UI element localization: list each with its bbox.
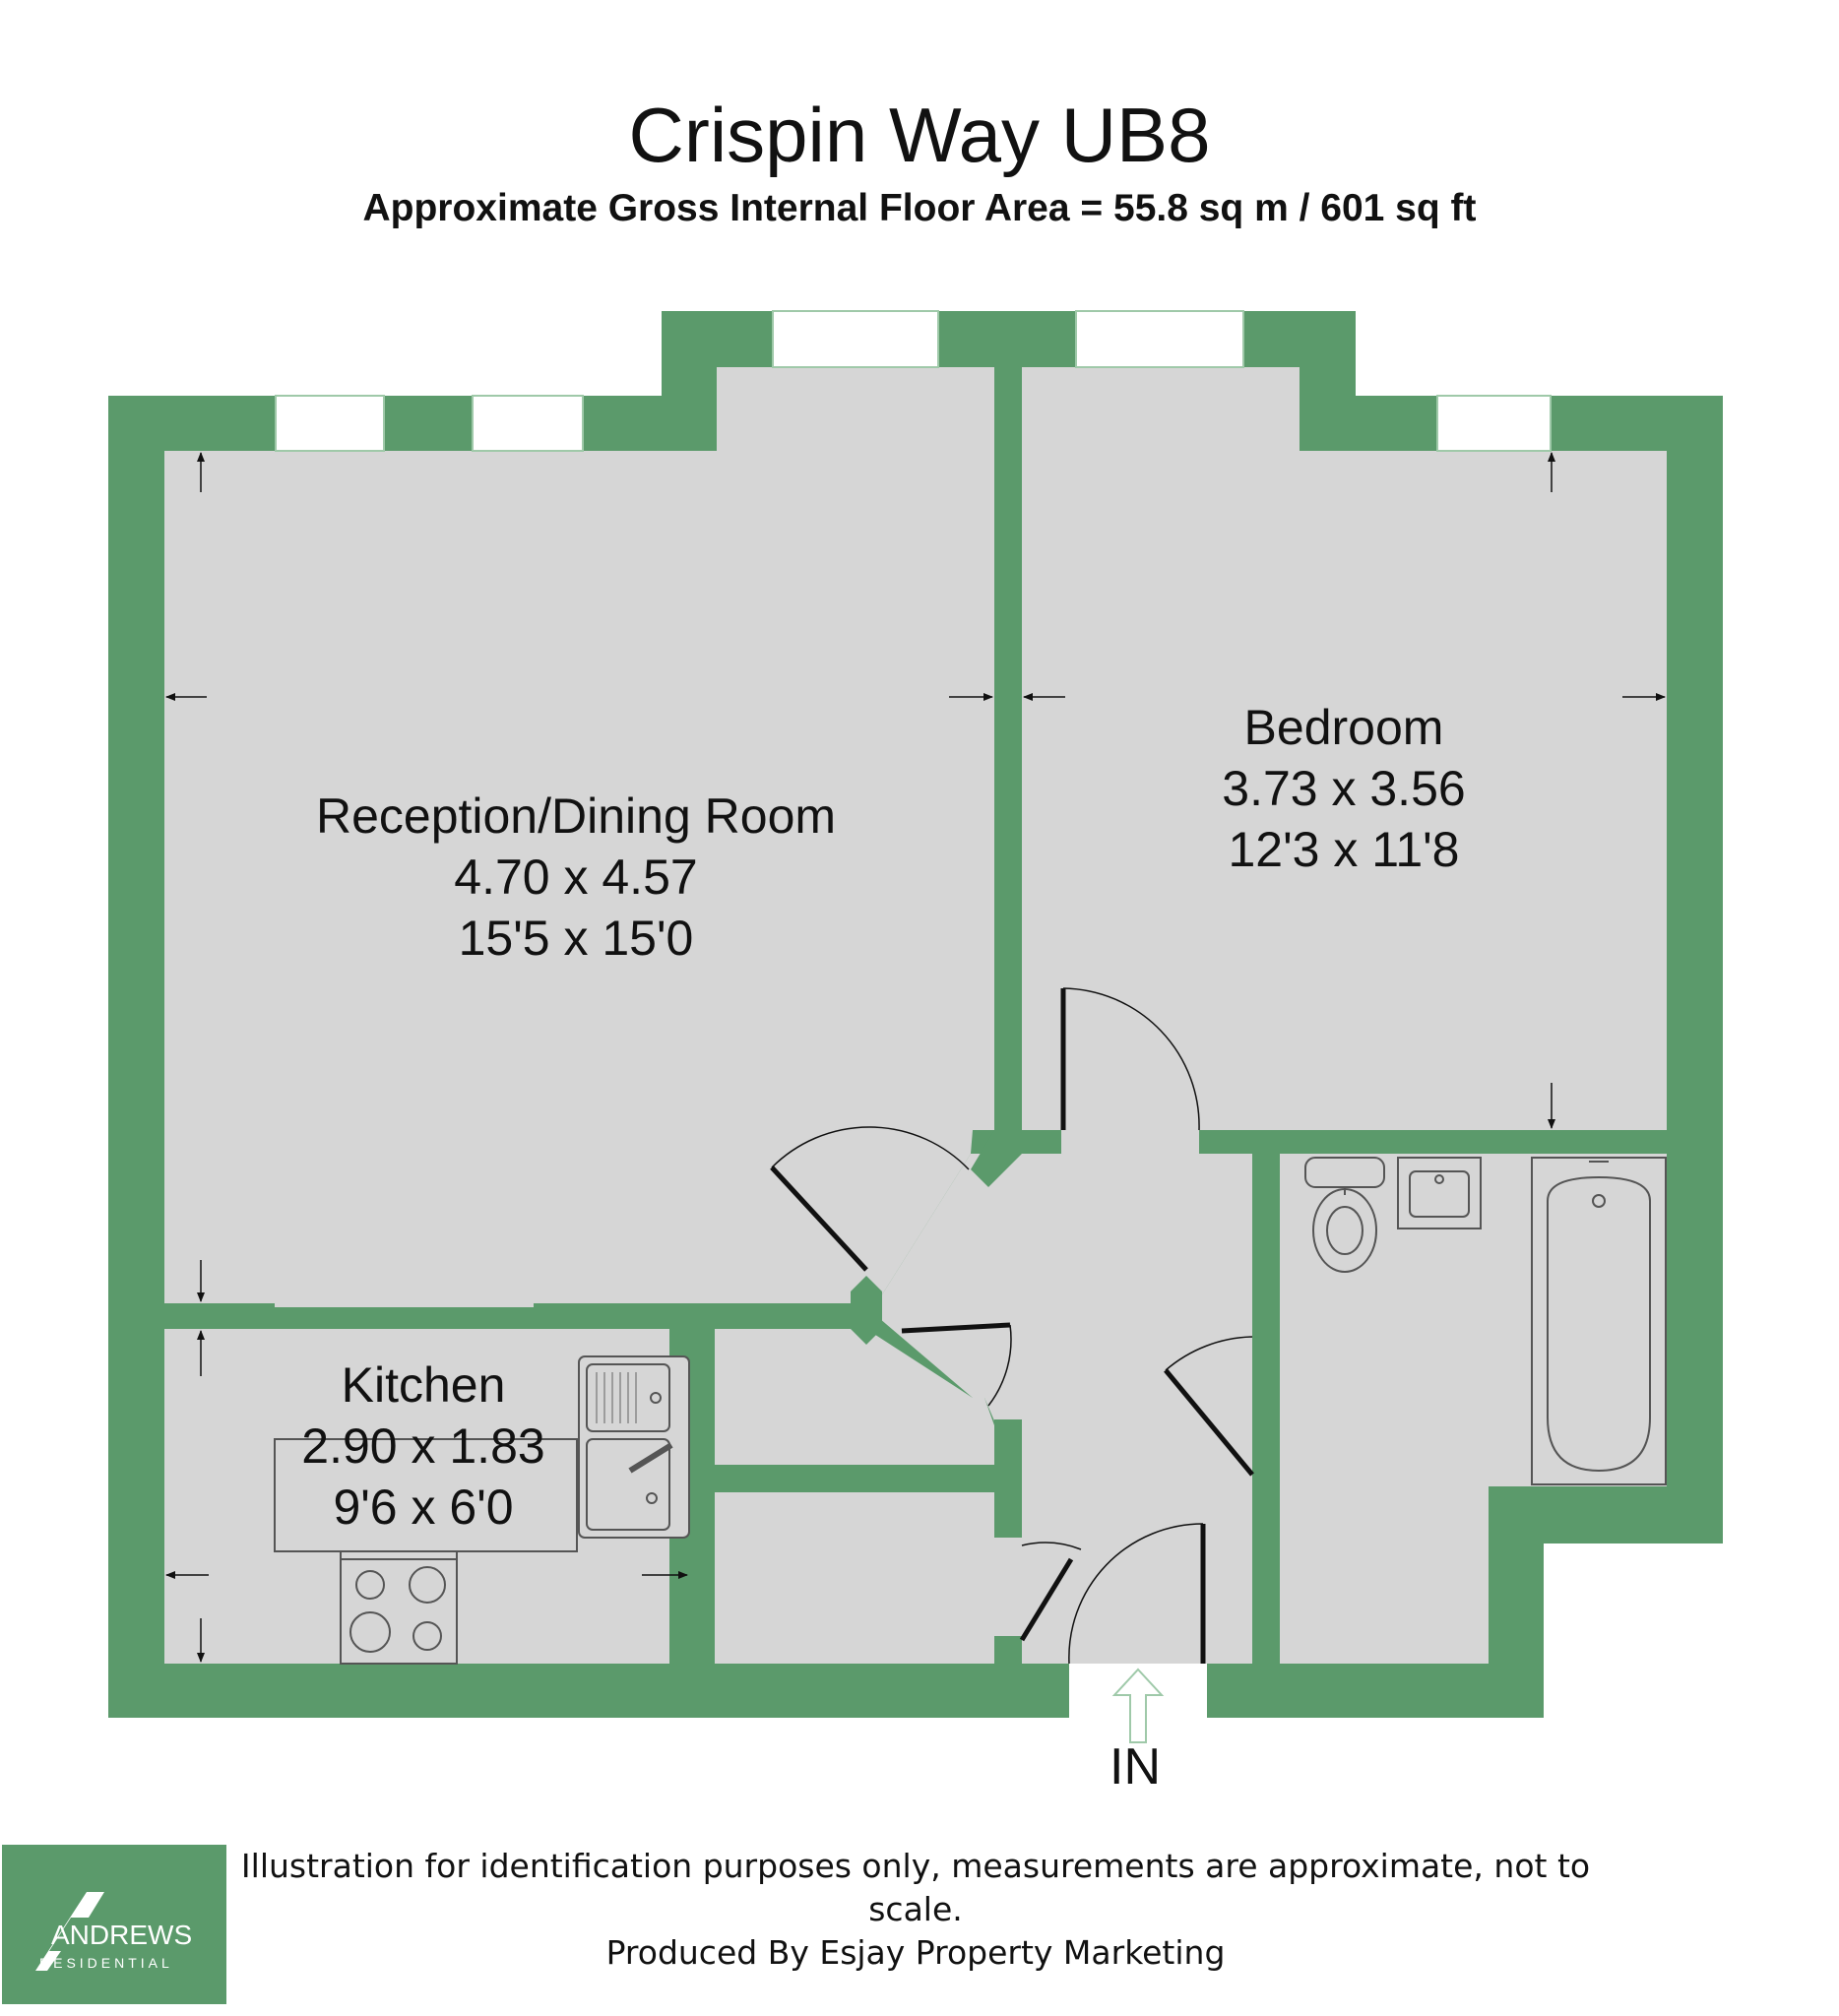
- toilet: [1304, 1157, 1385, 1273]
- cupboard-2-floor: [715, 1492, 1022, 1664]
- reception-imperial: 15'5 x 15'0: [459, 911, 694, 966]
- wall-reception-kitchen-left: [164, 1303, 275, 1329]
- doors: [770, 987, 1254, 1665]
- wall-reception-bedroom: [994, 367, 1022, 1130]
- door-entrance: [1068, 1523, 1206, 1665]
- interior-walls: [164, 367, 1667, 1664]
- agency-logo: ANDREWS RESIDENTIAL: [2, 1845, 226, 2004]
- logo-subtitle: RESIDENTIAL: [39, 1955, 173, 1971]
- wall-bath-left-upper: [1252, 1154, 1280, 1467]
- kitchen-fittings: [274, 1355, 690, 1665]
- bathroom-fittings: [1304, 1157, 1667, 1485]
- bedroom-metric: 3.73 x 3.56: [1222, 761, 1465, 816]
- disclaimer-line-2: Produced By Esjay Property Marketing: [605, 1933, 1226, 1972]
- window-reception-1: [275, 395, 385, 452]
- reception-metric: 4.70 x 4.57: [454, 850, 697, 905]
- wall-bath-left-lower: [1252, 1479, 1280, 1664]
- dimension-arrows: [165, 452, 1666, 1663]
- wall-hall-bedroom-stub: [1022, 1130, 1061, 1154]
- cupboard-1-floor: [715, 1329, 994, 1465]
- window-reception-2: [472, 395, 584, 452]
- door-cupboard-2: [1019, 1542, 1082, 1642]
- basin: [1397, 1157, 1482, 1229]
- kitchen-metric: 2.90 x 1.83: [301, 1418, 544, 1474]
- kitchen-name: Kitchen: [342, 1357, 506, 1413]
- bedroom-imperial: 12'3 x 11'8: [1228, 822, 1459, 877]
- window-top-2: [1075, 310, 1244, 368]
- wall-cupboards-divider: [715, 1465, 994, 1492]
- wall-reception-kitchen-right: [534, 1303, 864, 1329]
- disclaimer-line-1: Illustration for identification purposes…: [240, 1847, 1591, 1928]
- wall-corner-diagonal: [971, 1130, 1022, 1187]
- kitchen-imperial: 9'6 x 6'0: [333, 1480, 513, 1535]
- reception-name: Reception/Dining Room: [316, 788, 836, 844]
- wall-bedroom-bath: [1199, 1130, 1667, 1154]
- bath: [1531, 1157, 1667, 1485]
- reception-floor: [164, 367, 994, 1307]
- window-top-1: [772, 310, 939, 368]
- entrance-arrow-icon: [1111, 1668, 1165, 1743]
- disclaimer: Illustration for identification purposes…: [236, 1845, 1595, 1975]
- wall-cupboard-stub: [994, 1636, 1022, 1664]
- sink-unit: [578, 1355, 690, 1539]
- hallway-floor: [866, 1130, 1252, 1664]
- entrance-label: IN: [1110, 1738, 1161, 1796]
- logo-name: ANDREWS: [51, 1920, 193, 1950]
- window-bedroom: [1436, 395, 1552, 452]
- door-reception: [770, 1126, 970, 1272]
- wall-cupboard-edge: [994, 1419, 1022, 1538]
- door-bathroom: [1164, 1336, 1254, 1477]
- floor-plan: Reception/Dining Room 4.70 x 4.57 15'5 x…: [108, 310, 1723, 1796]
- floor-area-subtitle: Approximate Gross Internal Floor Area = …: [362, 187, 1477, 229]
- plan-title: Crispin Way UB8: [628, 92, 1211, 178]
- wall-hall-notch: [851, 1276, 882, 1345]
- hob: [340, 1550, 458, 1665]
- wall-kitchen-cupboard: [689, 1329, 715, 1664]
- bedroom-name: Bedroom: [1244, 700, 1444, 755]
- door-bedroom: [1060, 987, 1200, 1131]
- bedroom-floor: [1022, 367, 1667, 1130]
- door-cupboard-1: [901, 1322, 1012, 1407]
- logo-roof-icon: [35, 1892, 104, 1971]
